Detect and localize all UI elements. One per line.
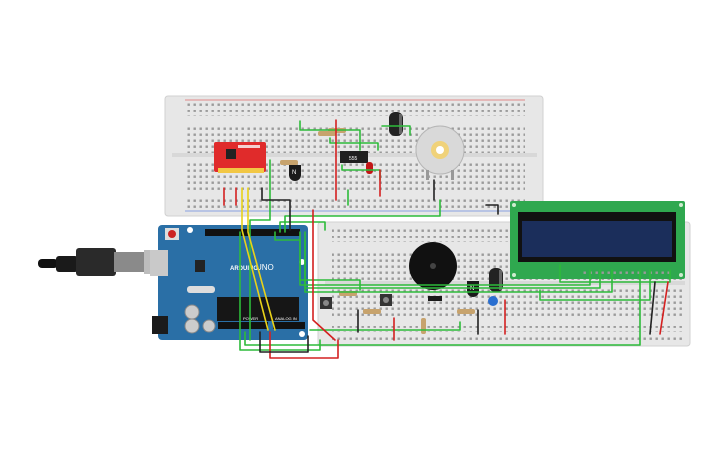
dc-motor[interactable] — [415, 125, 465, 180]
sensor-module[interactable] — [214, 142, 266, 173]
timer-ic-555[interactable]: 555 — [340, 151, 368, 163]
wire-red[interactable] — [269, 331, 339, 359]
wire-black[interactable] — [649, 281, 656, 335]
wire-green[interactable] — [329, 137, 379, 151]
transistor-top[interactable]: N — [289, 165, 301, 181]
wire-green[interactable] — [299, 120, 361, 151]
wire-green[interactable] — [381, 125, 411, 136]
wire-green[interactable] — [284, 199, 441, 233]
arduino-uno-board[interactable]: ARDUINO UNO POWER ANALOG IN — [150, 225, 308, 340]
push-button-2[interactable] — [380, 294, 392, 306]
resistor-3[interactable] — [280, 160, 298, 165]
lcd-display[interactable] — [510, 201, 685, 279]
atmega-chip — [217, 297, 299, 321]
wire-black[interactable] — [485, 204, 499, 215]
power-jack[interactable] — [152, 316, 168, 334]
wire-green[interactable] — [309, 321, 461, 331]
wire-red[interactable] — [312, 209, 336, 341]
power-header[interactable] — [218, 322, 268, 329]
wire-green[interactable] — [539, 269, 651, 301]
wire-green[interactable] — [249, 159, 271, 341]
usb-port[interactable] — [150, 250, 168, 276]
arduino-brand-label: ARDUINO — [230, 266, 258, 272]
wire-yellow[interactable] — [241, 187, 269, 331]
usb-cable[interactable] — [38, 248, 164, 276]
diode[interactable] — [428, 296, 442, 301]
resistor-6[interactable] — [421, 318, 426, 334]
arduino-model-label: UNO — [256, 263, 274, 272]
transistor-bottom[interactable]: N — [467, 281, 479, 297]
capacitor-top[interactable] — [389, 112, 403, 136]
timer-ic-label: 555 — [349, 156, 358, 162]
wire-black[interactable] — [259, 331, 309, 353]
resistor-5[interactable] — [363, 309, 381, 314]
resistor-7[interactable] — [457, 309, 475, 314]
wire-green[interactable] — [559, 264, 671, 283]
wires — [223, 119, 671, 359]
wire-yellow[interactable] — [247, 187, 276, 331]
digital-header[interactable] — [205, 229, 300, 236]
wire-green[interactable] — [304, 239, 613, 293]
wire-green[interactable] — [244, 269, 641, 346]
analog-header[interactable] — [273, 322, 305, 329]
ceramic-capacitor[interactable] — [488, 296, 498, 306]
wire-green[interactable] — [279, 221, 326, 233]
arduino-analog-label: ANALOG IN — [275, 316, 297, 321]
piezo-buzzer[interactable] — [409, 242, 457, 290]
transistor-bottom-label: N — [470, 286, 474, 292]
wire-black[interactable] — [261, 187, 291, 231]
capacitor-bottom[interactable] — [489, 268, 503, 292]
red-led[interactable] — [366, 162, 373, 174]
push-button-1[interactable] — [320, 297, 332, 309]
wire-red[interactable] — [659, 281, 669, 335]
wire-green[interactable] — [299, 231, 591, 286]
transistor-top-label: N — [292, 170, 296, 176]
